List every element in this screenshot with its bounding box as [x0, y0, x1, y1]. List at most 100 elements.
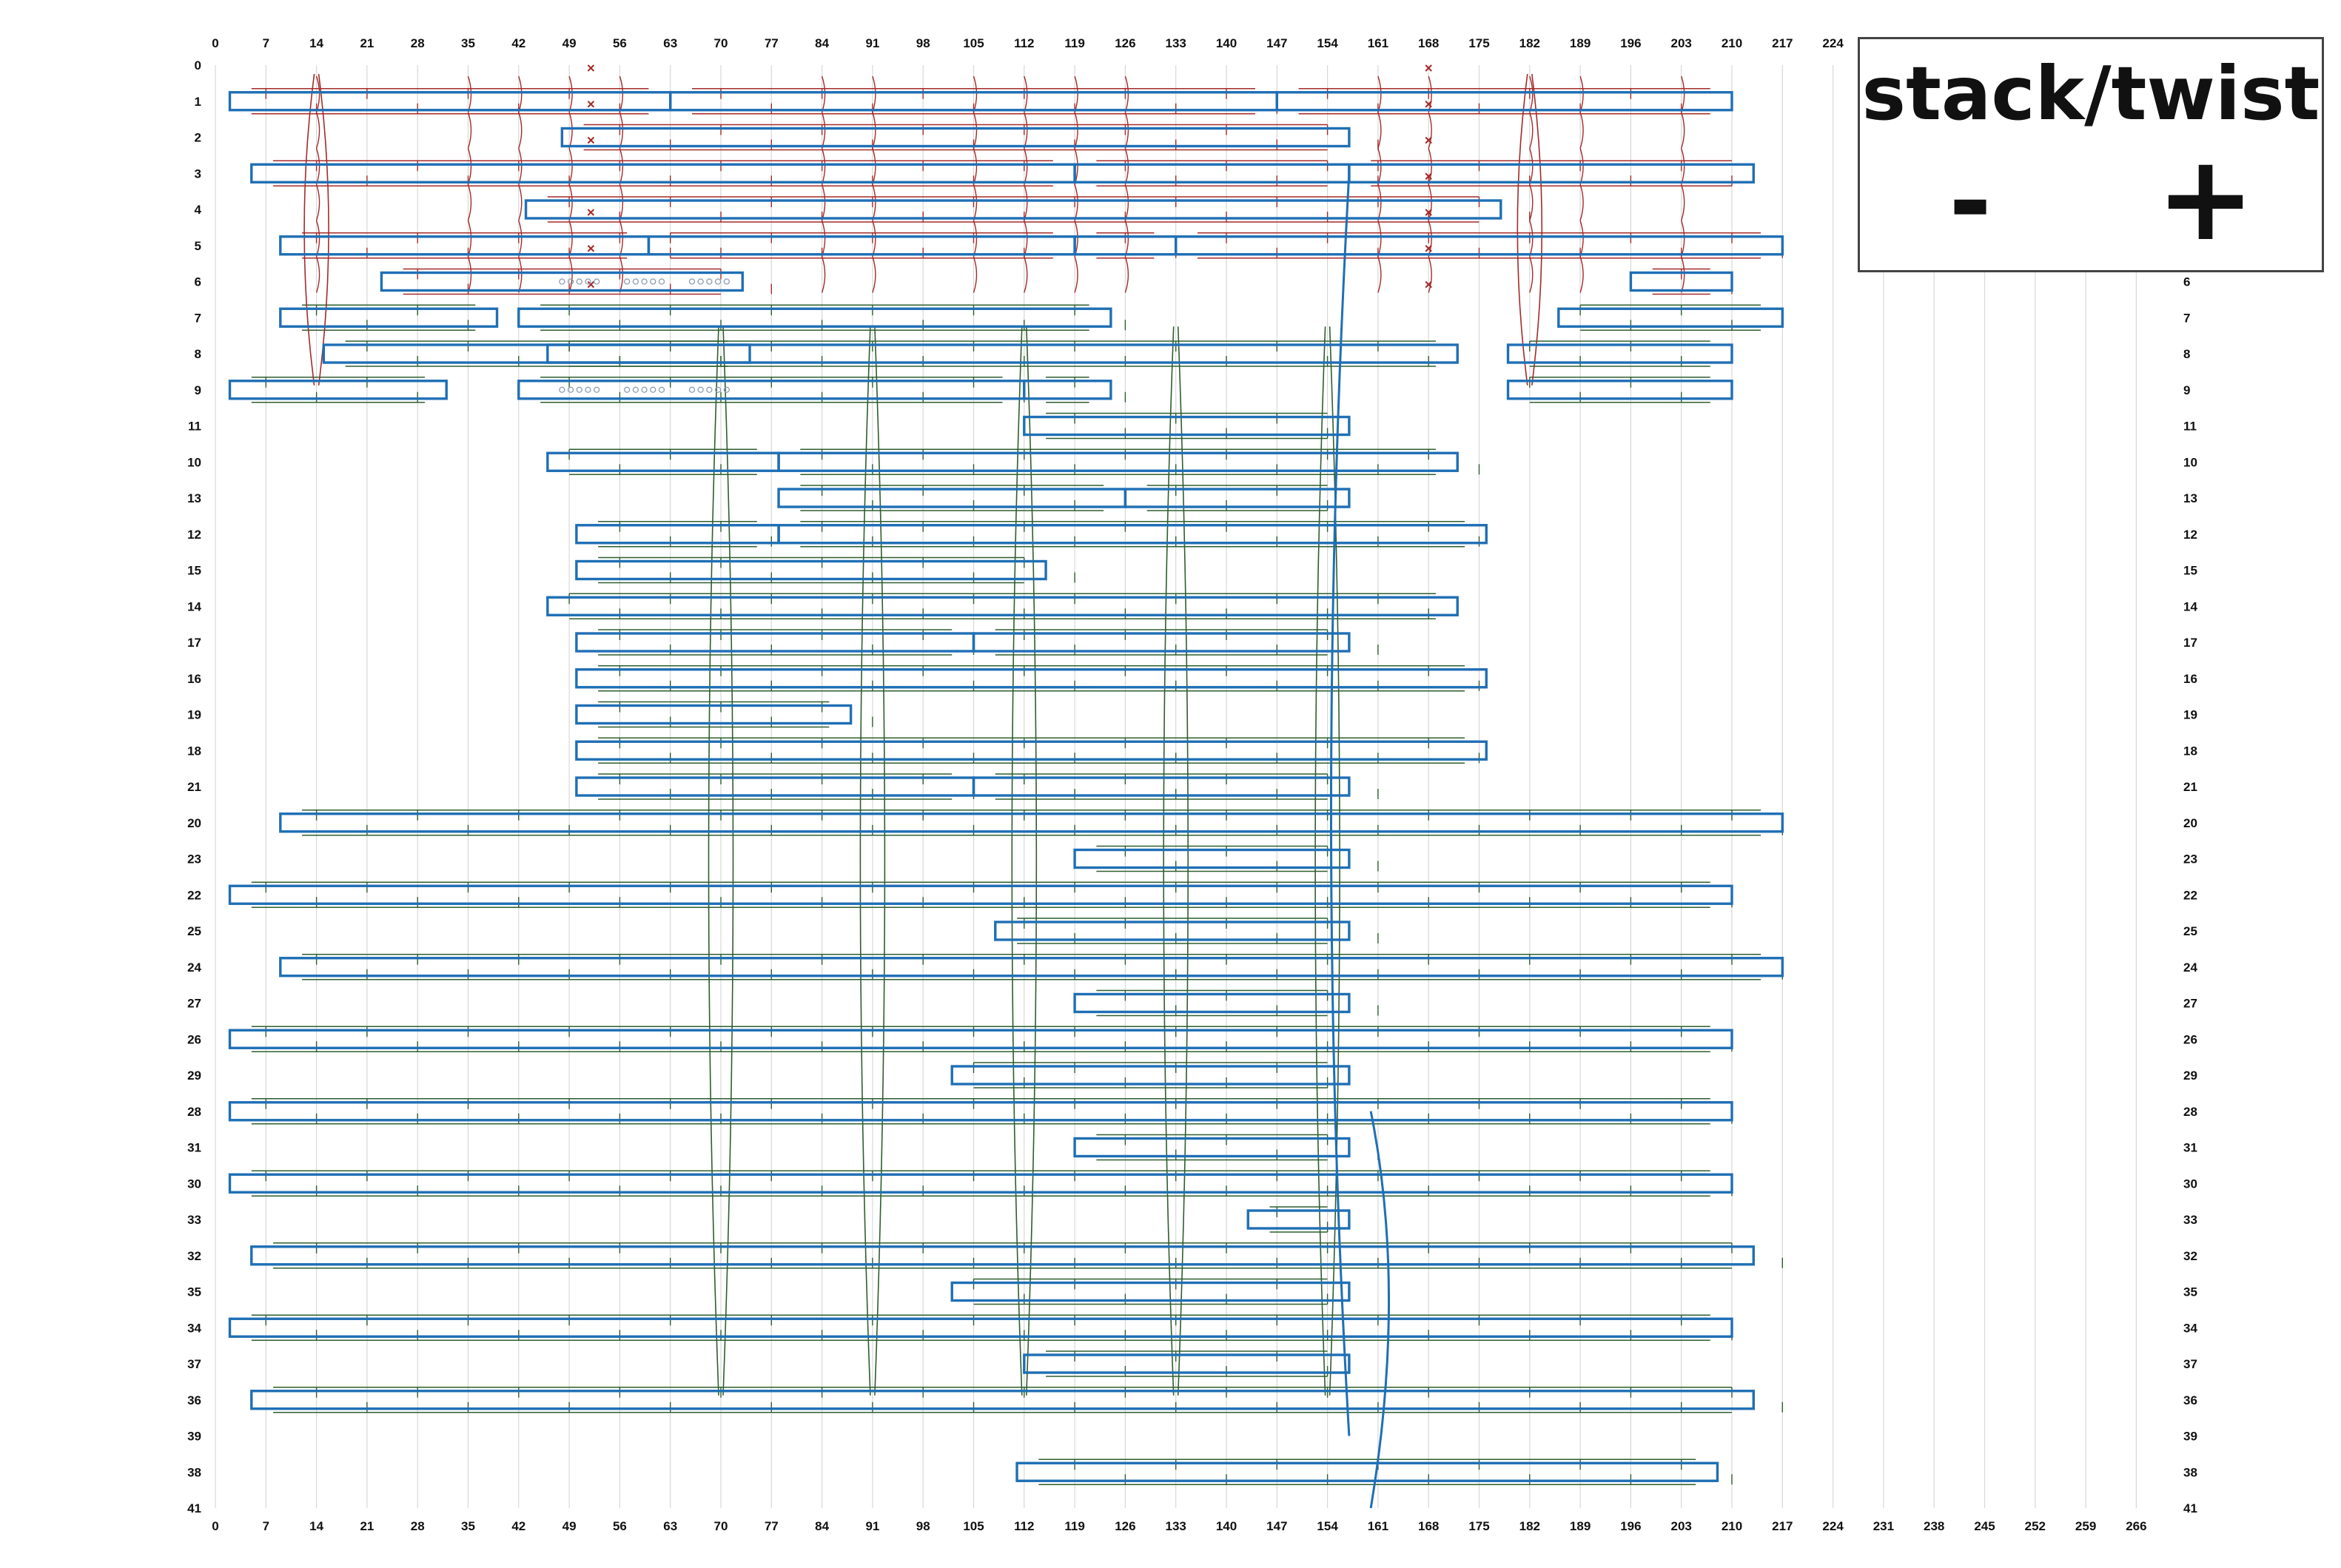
- row-label: 22: [2183, 888, 2197, 902]
- row-label: 5: [195, 239, 201, 253]
- staple-crossover: [467, 184, 472, 221]
- insertion-loop-mark: [650, 386, 656, 393]
- column-label: 35: [461, 36, 475, 50]
- scaffold-helix-segment: [575, 668, 1488, 689]
- insertion-loop-mark: [714, 278, 722, 285]
- row-label: 29: [2183, 1069, 2197, 1083]
- column-label: 182: [1519, 36, 1540, 50]
- column-label: 119: [1064, 1519, 1084, 1533]
- row-label: 36: [2183, 1393, 2197, 1407]
- column-label: 217: [1772, 36, 1793, 50]
- insertion-loop-mark: [723, 278, 730, 285]
- scaffold-helix-segment: [228, 884, 1733, 905]
- row-label: 19: [187, 708, 201, 722]
- row-label: 25: [187, 924, 201, 938]
- insertion-loop-mark: [697, 278, 704, 285]
- column-label: 266: [2126, 1519, 2146, 1533]
- scaffold-helix-segment: [250, 163, 1076, 184]
- row-label: 11: [188, 420, 201, 434]
- column-label: 14: [309, 1519, 323, 1533]
- staple-crossover: [1529, 256, 1534, 293]
- staple-crossover: [1529, 112, 1534, 149]
- staple-crossover: [315, 184, 320, 221]
- column-label: 231: [1873, 1519, 1894, 1533]
- scaffold-helix-segment: [575, 524, 780, 545]
- scaffold-helix-segment: [575, 740, 1488, 761]
- column-label: 112: [1014, 1519, 1034, 1533]
- deletion-mark: [587, 280, 595, 289]
- row-label: 31: [2183, 1141, 2197, 1155]
- column-label: 196: [1620, 1519, 1641, 1533]
- column-label: 147: [1266, 1519, 1287, 1533]
- insertion-loop-mark: [658, 386, 665, 393]
- column-label: 259: [2075, 1519, 2096, 1533]
- row-label: 12: [2183, 528, 2197, 542]
- column-label: 161: [1368, 36, 1388, 50]
- column-label: 154: [1317, 1519, 1338, 1533]
- row-label: 29: [187, 1069, 201, 1083]
- row-label: 16: [2183, 672, 2197, 686]
- row-label: 35: [187, 1285, 201, 1299]
- scaffold-helix-segment: [1629, 271, 1733, 292]
- column-label: 28: [411, 36, 425, 50]
- row-label: 25: [2183, 924, 2197, 938]
- row-label: 28: [2183, 1105, 2197, 1119]
- staple-crossover: [1681, 112, 1685, 149]
- scaffold-helix-segment: [1348, 163, 1755, 184]
- column-label: 7: [263, 1519, 269, 1533]
- deletion-mark: [1425, 280, 1432, 289]
- legend-plus-sign: +: [2156, 129, 2256, 267]
- row-label: 23: [187, 852, 201, 867]
- row-label: 7: [2183, 311, 2190, 325]
- row-label: 21: [2183, 780, 2197, 794]
- scaffold-helix-segment: [322, 343, 751, 364]
- scaffold-helix-segment: [279, 812, 1784, 833]
- column-label: 14: [309, 36, 323, 50]
- row-label: 26: [187, 1032, 201, 1046]
- column-label: 154: [1317, 36, 1338, 50]
- row-label: 9: [2183, 383, 2190, 397]
- insertion-loop-mark: [585, 278, 591, 285]
- insertion-loop-mark: [688, 386, 696, 393]
- column-label: 126: [1115, 1519, 1135, 1533]
- column-label: 56: [613, 1519, 627, 1533]
- column-label: 203: [1671, 1519, 1692, 1533]
- staple-crossover: [1681, 184, 1685, 221]
- column-label: 182: [1519, 1519, 1540, 1533]
- row-label: 6: [195, 275, 201, 289]
- column-label: 175: [1468, 36, 1489, 50]
- scaffold-helix-segment: [546, 596, 1459, 616]
- row-label: 13: [187, 491, 201, 505]
- row-label: 39: [187, 1430, 201, 1444]
- column-label: 21: [360, 36, 374, 50]
- staple-crossover: [1428, 256, 1432, 293]
- row-label: 14: [187, 599, 201, 613]
- column-label: 189: [1570, 36, 1591, 50]
- scaffold-helix-segment: [1124, 488, 1351, 508]
- legend-title: stack/twist: [1861, 50, 2320, 137]
- column-label: 133: [1166, 1519, 1186, 1533]
- scaffold-helix-segment: [1015, 1461, 1719, 1482]
- column-label: 7: [263, 36, 269, 50]
- column-label: 63: [663, 1519, 677, 1533]
- scaffold-helix-segment: [575, 776, 975, 797]
- deletion-mark: [1425, 101, 1432, 108]
- row-label: 17: [187, 636, 201, 650]
- row-label: 20: [2183, 816, 2197, 830]
- column-label: 98: [916, 1519, 930, 1533]
- column-label: 189: [1570, 1519, 1591, 1533]
- scaffold-helix-segment: [1023, 380, 1112, 400]
- deletion-mark: [587, 209, 595, 216]
- insertion-loop-mark: [576, 386, 582, 393]
- staple-crossover: [973, 256, 978, 293]
- row-label: 20: [187, 816, 201, 830]
- scaffold-helix-segment: [1073, 163, 1351, 184]
- insertion-loop-mark: [632, 278, 639, 285]
- row-label: 39: [2183, 1430, 2197, 1444]
- row-label: 18: [2183, 744, 2197, 758]
- row-label: 32: [187, 1249, 201, 1263]
- scaffold-helix-segment: [546, 451, 780, 472]
- insertion-loop-mark: [567, 386, 574, 393]
- deletion-mark: [1425, 172, 1432, 180]
- column-label: 70: [714, 36, 728, 50]
